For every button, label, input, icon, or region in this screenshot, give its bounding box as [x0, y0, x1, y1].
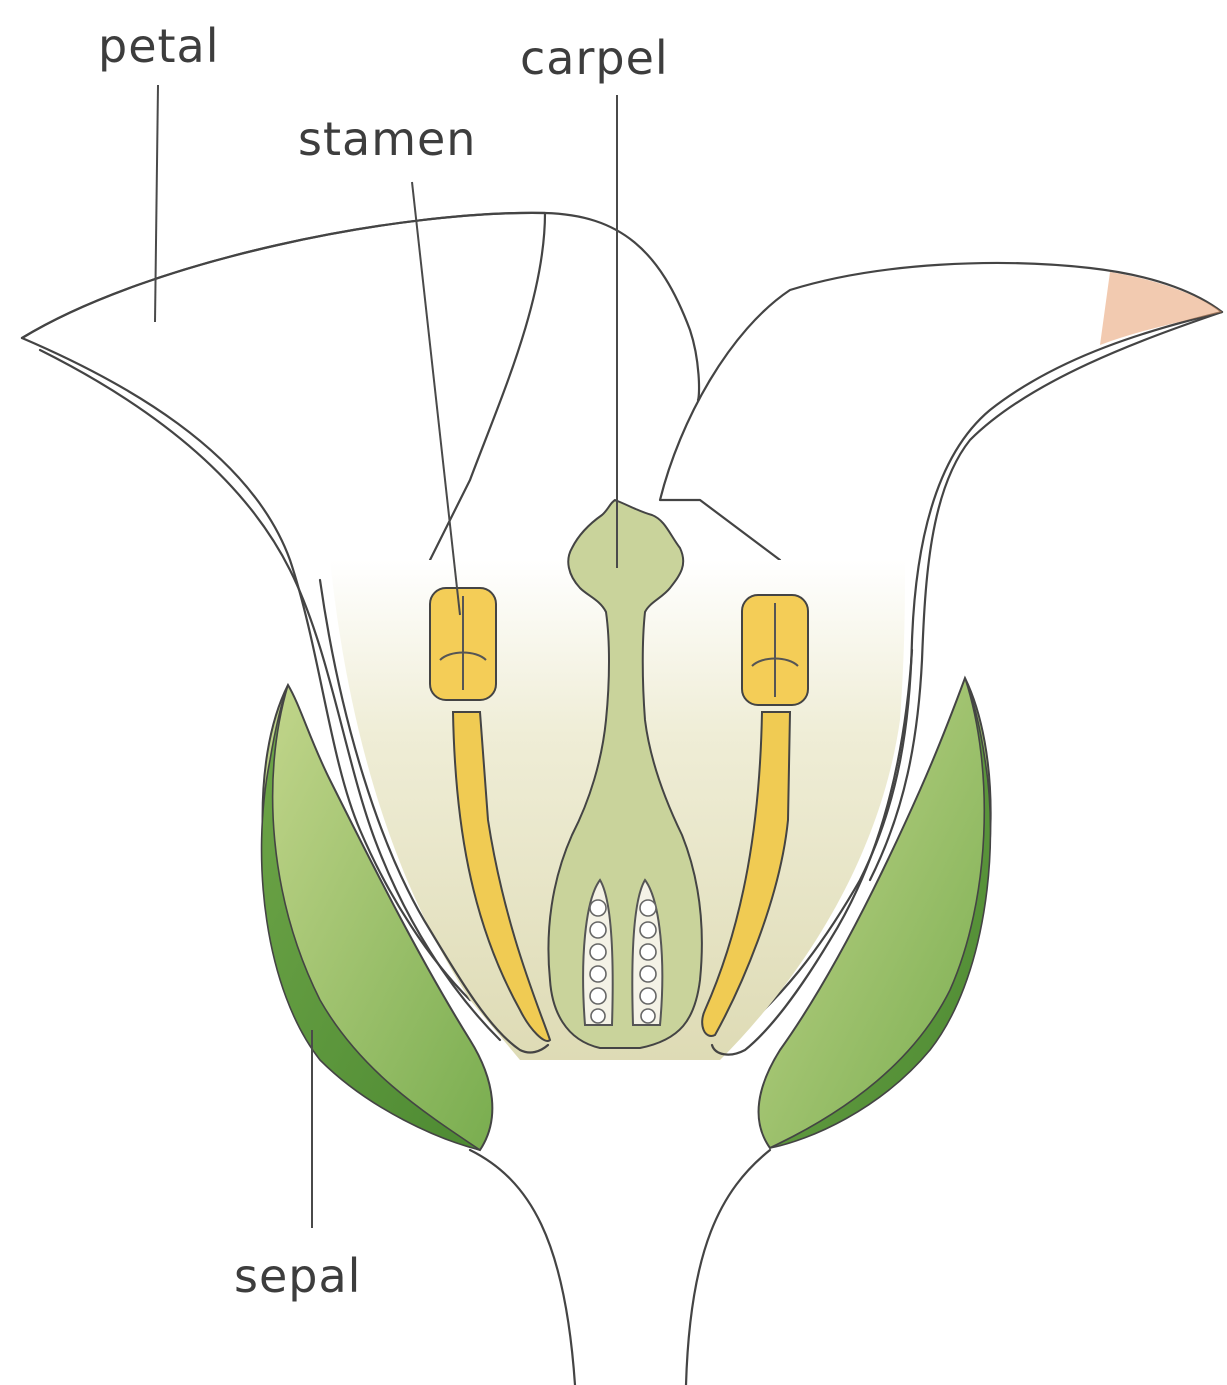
anther-right	[742, 595, 808, 705]
anther-left	[430, 588, 496, 700]
back-petal	[22, 213, 699, 400]
label-sepal: sepal	[234, 1249, 361, 1303]
stalk-right-edge	[686, 1150, 770, 1385]
label-carpel: carpel	[520, 31, 669, 85]
stalk-left-edge	[470, 1150, 575, 1385]
leader-petal	[155, 85, 158, 322]
label-stamen: stamen	[298, 112, 476, 166]
label-petal: petal	[98, 19, 220, 73]
